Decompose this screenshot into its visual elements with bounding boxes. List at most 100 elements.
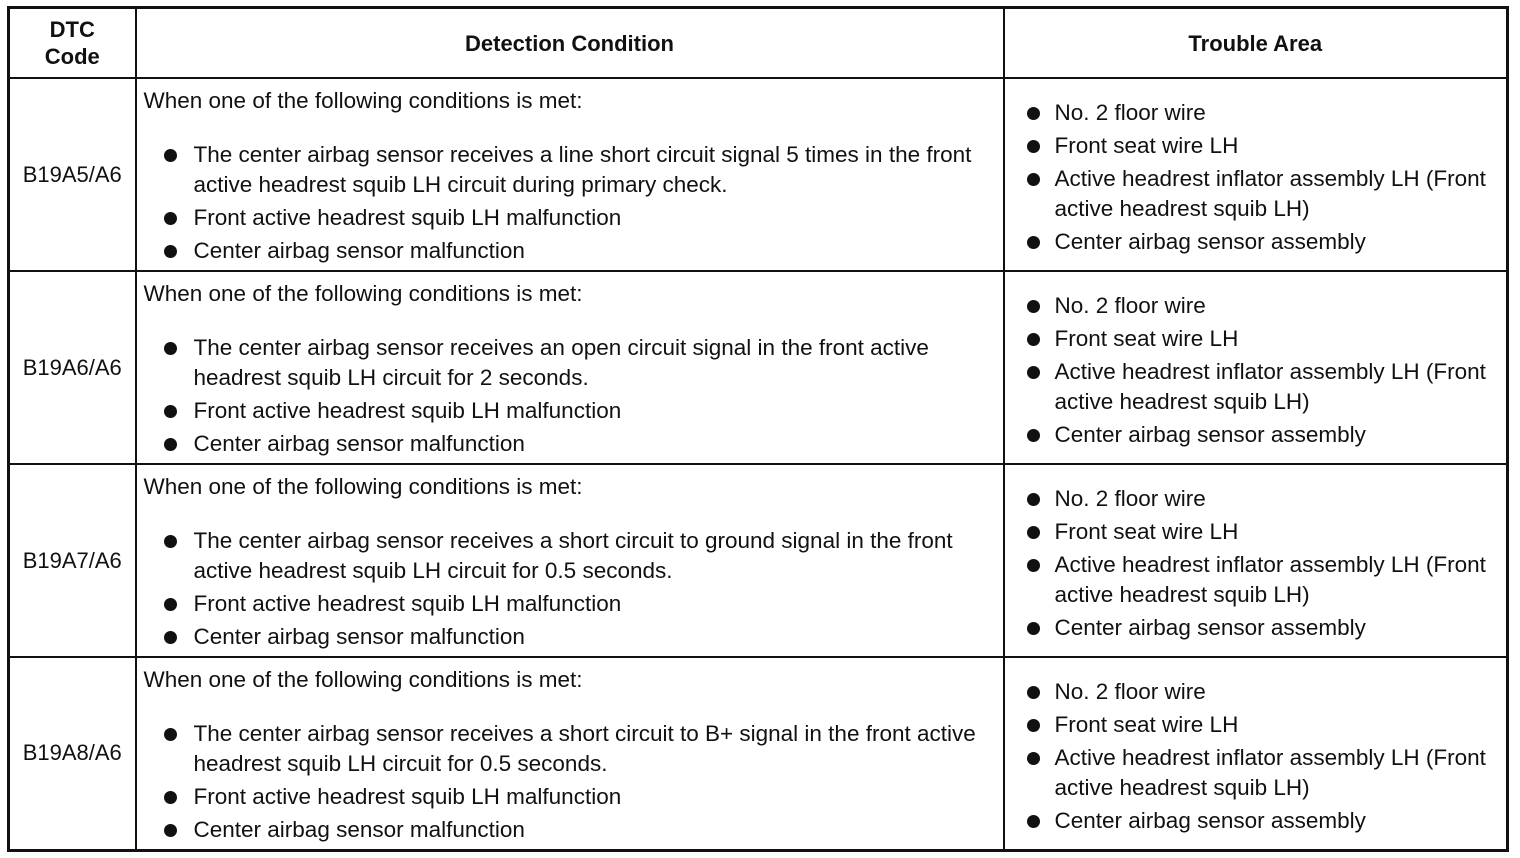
header-row: DTC Code Detection Condition Trouble Are… [7,6,1509,79]
trouble-area-item: No. 2 floor wire [1026,677,1501,707]
trouble-area-text: No. 2 floor wire [1054,100,1206,125]
trouble-area-text: Active headrest inflator assembly LH (Fr… [1054,552,1486,607]
bullet-icon [1026,107,1040,120]
condition-item: The center airbag sensor receives a line… [152,140,995,200]
bullet-icon [163,598,177,611]
condition-item: Center airbag sensor malfunction [152,236,995,266]
header-trouble-area: Trouble Area [1002,6,1509,79]
condition-text: Front active headrest squib LH malfuncti… [193,784,622,809]
dtc-table: DTC Code Detection Condition Trouble Are… [7,6,1509,852]
condition-text: Front active headrest squib LH malfuncti… [193,591,622,616]
bullet-icon [1026,493,1040,506]
bullet-icon [1026,686,1040,699]
condition-text: Center airbag sensor malfunction [193,431,525,456]
bullet-icon [163,824,177,837]
condition-text: Center airbag sensor malfunction [193,238,525,263]
condition-item: Center airbag sensor malfunction [152,429,995,459]
condition-text: The center airbag sensor receives a shor… [193,528,953,583]
condition-intro: When one of the following conditions is … [143,88,583,113]
dtc-code-cell: B19A6/A6 [7,270,137,465]
trouble-area-text: Active headrest inflator assembly LH (Fr… [1054,166,1486,221]
trouble-area-text: Center airbag sensor assembly [1054,808,1366,833]
bullet-icon [1026,333,1040,346]
condition-text: Center airbag sensor malfunction [193,817,525,842]
trouble-area-item: Center airbag sensor assembly [1026,806,1501,836]
condition-item: Front active headrest squib LH malfuncti… [152,396,995,426]
condition-text: Front active headrest squib LH malfuncti… [193,398,622,423]
condition-item: Center airbag sensor malfunction [152,622,995,652]
bullet-icon [163,212,177,225]
condition-item: The center airbag sensor receives a shor… [152,526,995,586]
bullet-icon [1026,559,1040,572]
trouble-area-text: Front seat wire LH [1054,712,1239,737]
detection-condition-cell: When one of the following conditions is … [134,463,1005,658]
bullet-icon [1026,236,1040,249]
dtc-code-cell: B19A7/A6 [7,463,137,658]
trouble-area-item: Front seat wire LH [1026,324,1501,354]
bullet-icon [163,728,177,741]
condition-text: The center airbag sensor receives an ope… [193,335,929,390]
condition-intro: When one of the following conditions is … [143,474,583,499]
header-detection-condition: Detection Condition [134,6,1005,79]
bullet-icon [163,791,177,804]
condition-list: The center airbag sensor receives a line… [144,140,995,266]
detection-condition-cell: When one of the following conditions is … [134,77,1005,272]
bullet-icon [163,438,177,451]
bullet-icon [1026,622,1040,635]
detection-condition-cell: When one of the following conditions is … [134,270,1005,465]
trouble-area-item: Center airbag sensor assembly [1026,613,1501,643]
trouble-area-text: No. 2 floor wire [1054,293,1206,318]
condition-item: The center airbag sensor receives a shor… [152,719,995,779]
trouble-area-text: Center airbag sensor assembly [1054,615,1366,640]
condition-text: Front active headrest squib LH malfuncti… [193,205,622,230]
trouble-area-item: Front seat wire LH [1026,710,1501,740]
trouble-area-item: Front seat wire LH [1026,517,1501,547]
bullet-icon [163,405,177,418]
trouble-area-item: No. 2 floor wire [1026,484,1501,514]
bullet-icon [1026,526,1040,539]
bullet-icon [163,245,177,258]
trouble-area-item: Active headrest inflator assembly LH (Fr… [1026,164,1501,224]
bullet-icon [1026,140,1040,153]
bullet-icon [1026,752,1040,765]
bullet-icon [1026,366,1040,379]
bullet-icon [163,535,177,548]
trouble-area-item: Active headrest inflator assembly LH (Fr… [1026,743,1501,803]
trouble-area-item: Front seat wire LH [1026,131,1501,161]
bullet-icon [1026,815,1040,828]
trouble-area-item: No. 2 floor wire [1026,98,1501,128]
condition-list: The center airbag sensor receives a shor… [144,526,995,652]
dtc-code-cell: B19A5/A6 [7,77,137,272]
trouble-area-text: Active headrest inflator assembly LH (Fr… [1054,359,1486,414]
trouble-area-text: Front seat wire LH [1054,326,1239,351]
bullet-icon [1026,429,1040,442]
trouble-area-item: Active headrest inflator assembly LH (Fr… [1026,357,1501,417]
condition-item: Front active headrest squib LH malfuncti… [152,589,995,619]
condition-text: The center airbag sensor receives a shor… [193,721,976,776]
bullet-icon [163,342,177,355]
trouble-area-item: No. 2 floor wire [1026,291,1501,321]
condition-item: The center airbag sensor receives an ope… [152,333,995,393]
condition-item: Center airbag sensor malfunction [152,815,995,845]
trouble-area-text: Active headrest inflator assembly LH (Fr… [1054,745,1486,800]
trouble-area-text: No. 2 floor wire [1054,486,1206,511]
trouble-area-text: Front seat wire LH [1054,519,1239,544]
condition-text: The center airbag sensor receives a line… [193,142,972,197]
condition-item: Front active headrest squib LH malfuncti… [152,782,995,812]
trouble-area-item: Active headrest inflator assembly LH (Fr… [1026,550,1501,610]
trouble-area-item: Center airbag sensor assembly [1026,420,1501,450]
bullet-icon [1026,173,1040,186]
bullet-icon [1026,719,1040,732]
detection-condition-cell: When one of the following conditions is … [134,656,1005,851]
